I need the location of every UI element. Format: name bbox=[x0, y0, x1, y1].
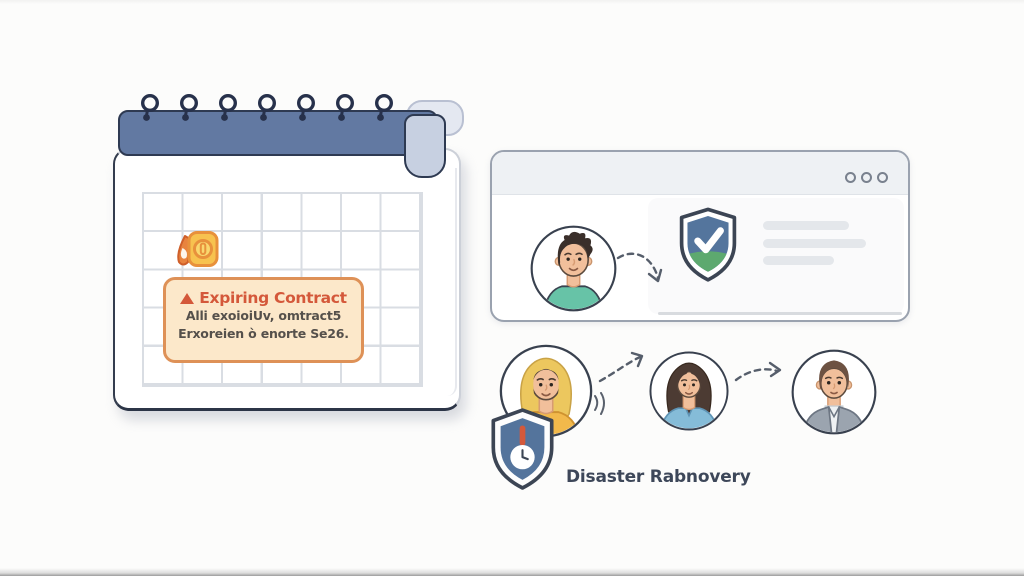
window-menu-dot-icon bbox=[877, 172, 888, 183]
text-placeholder-line bbox=[763, 239, 866, 248]
window-divider bbox=[658, 312, 902, 315]
avatar-woman-brunette bbox=[649, 351, 729, 431]
binder-ring-icon bbox=[296, 93, 316, 121]
binder-ring-icon bbox=[335, 93, 355, 121]
dashed-arrow-icon bbox=[616, 252, 663, 283]
window-menu-dot-icon bbox=[845, 172, 856, 183]
binder-ring-icon bbox=[179, 93, 199, 121]
binder-ring-icon bbox=[218, 93, 238, 121]
shield-checkmark-icon bbox=[679, 207, 737, 282]
dashed-arrow-icon bbox=[734, 361, 782, 382]
alert-title-row: Expiring Contract bbox=[166, 289, 361, 307]
binder-ring-icon bbox=[140, 93, 160, 121]
alert-text-line: Alli exoioiUv, omtract5 bbox=[185, 308, 342, 323]
alert-text-line: Erxoreien ò enorte Se26. bbox=[178, 326, 349, 341]
expiring-contract-alert: Expiring Contract Alli exoioiUv, omtract… bbox=[163, 277, 364, 363]
binder-ring-icon bbox=[374, 93, 394, 121]
alert-title: Expiring Contract bbox=[199, 289, 347, 307]
shield-clock-alert-icon bbox=[491, 408, 554, 490]
binder-ring-icon bbox=[257, 93, 277, 121]
alarm-date-icon bbox=[177, 231, 219, 267]
text-placeholder-line bbox=[763, 221, 849, 230]
flow-caption: Disaster Rabnovery bbox=[566, 467, 751, 487]
calendar-clip bbox=[404, 114, 446, 178]
window-menu-dot-icon bbox=[861, 172, 872, 183]
avatar-man-teal-shirt bbox=[530, 225, 617, 312]
dashed-arrow-icon bbox=[598, 351, 644, 383]
avatar-man-gray-jacket bbox=[791, 349, 877, 435]
warning-triangle-icon bbox=[180, 292, 195, 304]
calendar-page-edge bbox=[447, 168, 457, 396]
text-placeholder-line bbox=[763, 256, 834, 265]
window-menu-dots bbox=[845, 172, 888, 183]
motion-marks-icon bbox=[594, 392, 605, 415]
